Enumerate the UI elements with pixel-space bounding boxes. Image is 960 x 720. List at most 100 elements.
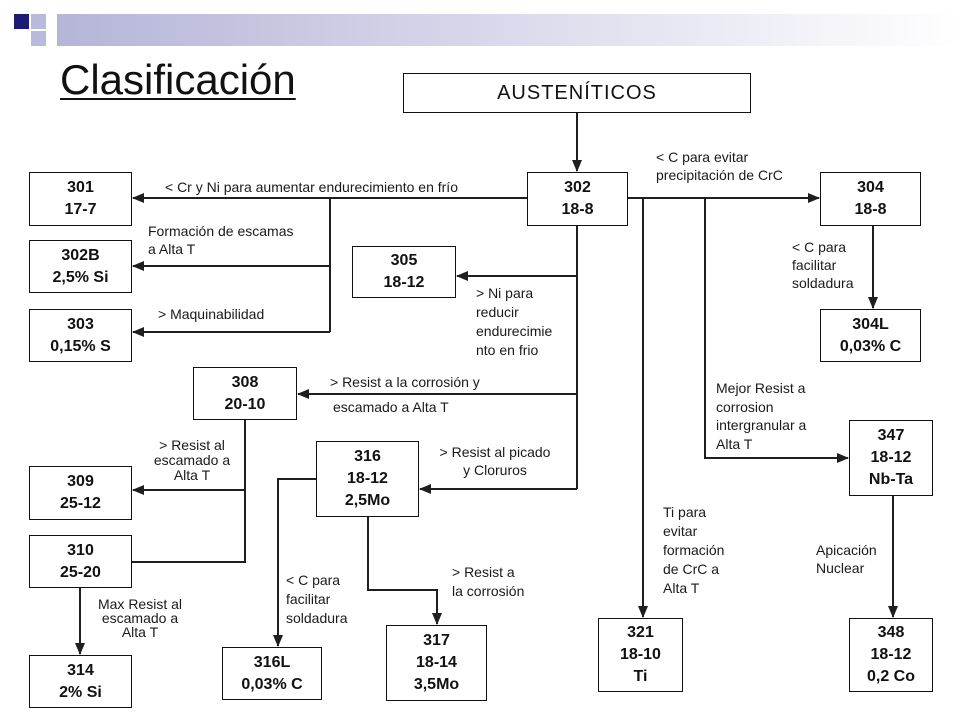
node-310: 310 25-20 [29,535,132,588]
edge-label-line: < C para [792,239,847,255]
edge-label-to-317: > Resist a la corrosión [452,563,524,601]
root-box: AUSTENÍTICOS [403,73,751,113]
slide-title: Clasificación [60,56,296,103]
node-code: 348 [877,624,905,641]
node-composition: 25-12 [60,495,101,512]
edge-label-line: y Cloruros [463,462,527,478]
edge-label-line: Formación de escamas [148,223,294,239]
edge-label-line: < C para [286,572,341,588]
edge-label-line: > Resist al [159,437,225,453]
node-302B: 302B 2,5% Si [29,240,132,293]
edge-label-line: Alta T [121,624,159,640]
node-extra: Nb-Ta [868,471,914,488]
node-composition: 18-12 [383,274,425,291]
node-code: 316L [253,653,291,671]
edge-label-to-316L: < C para facilitar soldadura [286,571,348,628]
node-321: 321 18-10 Ti [598,618,683,692]
edge-label-line: Max Resist al [97,596,183,612]
edge-label-line: reducir [476,304,519,320]
edge-label-line: evitar [663,523,698,539]
node-code: 304L [852,315,889,333]
edge-label-line: > Resist a la corrosión y [330,374,480,390]
node-301: 301 17-7 [29,172,132,226]
edge-label-line: > Resist a [452,564,515,580]
connector-308-to-310 [132,420,246,563]
edge-label-line: Apicación [816,542,877,558]
edge-label-line: > Resist al picado [439,444,551,460]
node-composition: 18-12 [870,646,912,663]
node-composition: 0,03% C [839,337,902,355]
edge-label-to-303: > Maquinabilidad [158,305,264,323]
node-304: 304 18-8 [820,172,921,226]
edge-label-to-348: Apicación Nuclear [816,541,877,577]
arrow-to-347 [704,198,849,463]
node-code: 317 [423,632,450,649]
node-composition: 2% Si [59,683,102,701]
node-composition: 18-12 [347,470,388,487]
edge-label-to-308: > Resist a la corrosión y escamado a Alt… [330,370,480,420]
node-composition: 0,15% S [50,337,111,355]
header-band [57,14,960,46]
arrow-316-to-316L [273,478,316,647]
edge-label-to-302B: Formación de escamas a Alta T [148,222,294,258]
node-composition: 17-7 [64,201,97,218]
edge-label-line: nto en frio [476,342,539,358]
node-code: 309 [67,473,94,490]
decor-square-dark [14,14,29,29]
node-303: 303 0,15% S [29,309,132,362]
edge-label-to-316: > Resist al picado y Cloruros [425,443,565,479]
node-code: 302B [61,246,100,264]
edge-label-line: facilitar [792,257,837,273]
node-code: 305 [390,252,418,269]
node-code: 303 [67,315,94,333]
node-composition: 18-10 [620,646,661,663]
edge-label-line: escamado a Alta T [333,399,449,415]
node-348: 348 18-12 0,2 Co [849,618,933,692]
edge-label-to-347: Mejor Resist a corrosion intergranular a… [716,379,806,453]
edge-label-line: < C para evitar [656,149,749,165]
edge-label-line: endurecimie [476,323,553,339]
edge-label-line: < Cr y Ni para aumentar endurecimiento e… [165,179,458,195]
edge-label-line: facilitar [286,591,331,607]
node-code: 302 [564,179,591,196]
edge-label-line: escamado a [153,452,231,468]
node-code: 304 [857,179,884,196]
decor-square-light [31,31,46,46]
node-composition: 18-14 [416,654,457,671]
node-code: 314 [67,661,94,679]
edge-label-to-309: > Resist al escamado a Alta T [142,438,242,483]
root-label: AUSTENÍTICOS [497,81,657,104]
node-composition: 18-8 [854,201,887,218]
node-code: 301 [67,179,94,196]
edge-label-line: corrosion [716,398,774,415]
node-code: 316 [354,448,381,465]
node-code: 347 [877,427,905,444]
edge-label-line: Alta T [173,467,211,483]
edge-label-line: Alta T [716,435,753,452]
node-347: 347 18-12 Nb-Ta [849,420,933,496]
decor-square-light [31,14,46,29]
node-code: 308 [231,373,259,391]
edge-label-line: Alta T [663,580,700,596]
arrow-316-to-317 [367,517,442,625]
node-extra: Ti [633,668,648,685]
edge-label-line: Mejor Resist a [716,380,806,396]
node-code: 310 [67,541,94,559]
edge-label-line: precipitación de CrC [656,167,783,183]
edge-label-line: > Maquinabilidad [158,306,265,322]
edge-label-line: de CrC a [663,561,720,577]
edge-label-line: a Alta T [148,241,196,257]
edge-label-line: escamado a [101,610,179,626]
edge-label-line: Nuclear [816,560,865,576]
edge-label-line: intergranular a [716,417,807,433]
edge-label-to-314: Max Resist al escamado a Alta T [90,597,190,639]
edge-label-to-305: > Ni para reducir endurecimie nto en fri… [476,284,552,360]
node-308: 308 20-10 [193,367,297,420]
edge-label-line: formación [663,542,725,558]
edge-label-to-301: < Cr y Ni para aumentar endurecimiento e… [165,179,458,195]
node-304L: 304L 0,03% C [820,309,921,362]
edge-label-line: Ti para [663,504,707,520]
node-316: 316 18-12 2,5Mo [316,441,419,517]
node-extra: 2,5Mo [344,492,391,509]
